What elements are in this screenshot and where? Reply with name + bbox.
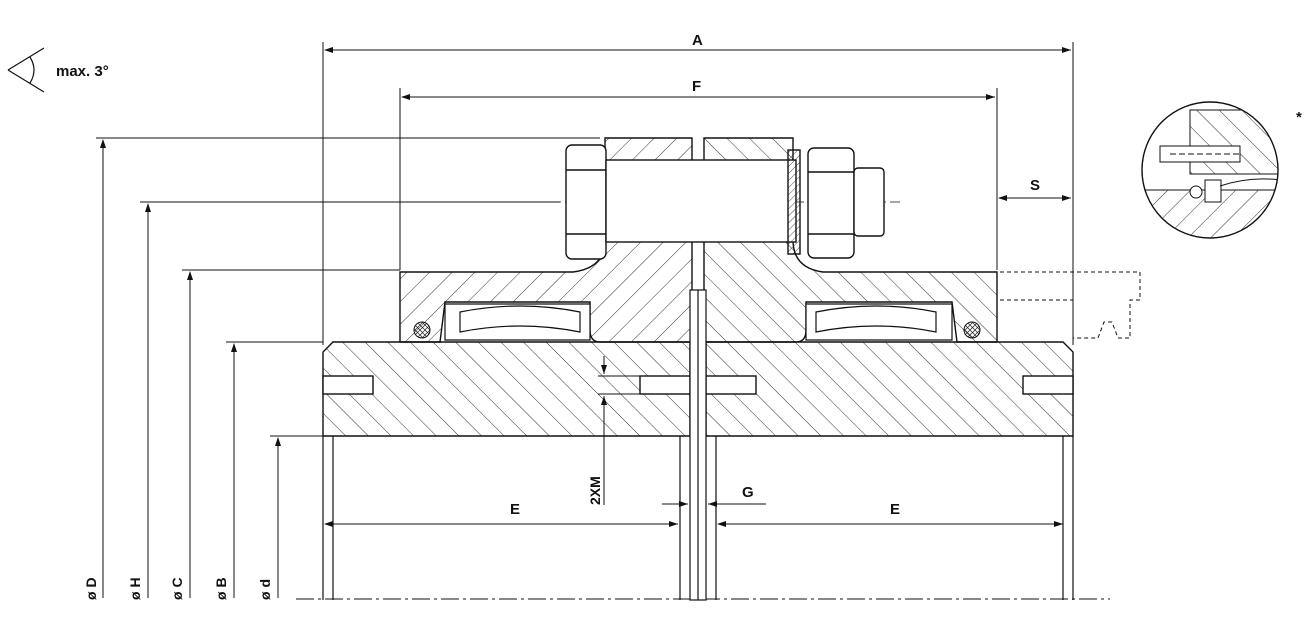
dimension-e-right-label: E bbox=[890, 501, 900, 518]
detail-magnifier bbox=[1141, 101, 1279, 239]
diameter-d-bore-label: ø d bbox=[257, 579, 273, 600]
dimension-a bbox=[322, 42, 1074, 345]
gear-teeth bbox=[444, 303, 953, 341]
diameter-h-label: ø H bbox=[127, 577, 143, 600]
dimension-2xm-label: 2XM bbox=[587, 476, 603, 505]
dimension-2xm bbox=[598, 356, 640, 505]
angle-note: max. 3° bbox=[56, 63, 109, 80]
angle-symbol-icon bbox=[7, 47, 45, 93]
diameter-lines bbox=[96, 137, 600, 598]
seal-rings bbox=[413, 321, 981, 339]
diameter-c-label: ø C bbox=[169, 577, 185, 600]
dimension-a-label: A bbox=[692, 32, 703, 49]
dimension-e-left-label: E bbox=[510, 501, 520, 518]
diameter-b-label: ø B bbox=[213, 577, 229, 600]
right-hub bbox=[705, 341, 1074, 437]
dimension-s-label: S bbox=[1030, 177, 1040, 194]
removal-outline bbox=[1000, 271, 1141, 339]
dimension-f bbox=[399, 88, 998, 270]
center-plate bbox=[689, 289, 707, 601]
bore-lines bbox=[322, 436, 1074, 600]
dimension-g-label: G bbox=[742, 484, 754, 501]
detail-marker: * bbox=[1296, 109, 1302, 126]
bolt-assembly bbox=[565, 144, 885, 260]
diameter-d-outer-label: ø D bbox=[83, 577, 99, 600]
left-hub bbox=[322, 341, 691, 437]
dimension-f-label: F bbox=[692, 78, 701, 95]
